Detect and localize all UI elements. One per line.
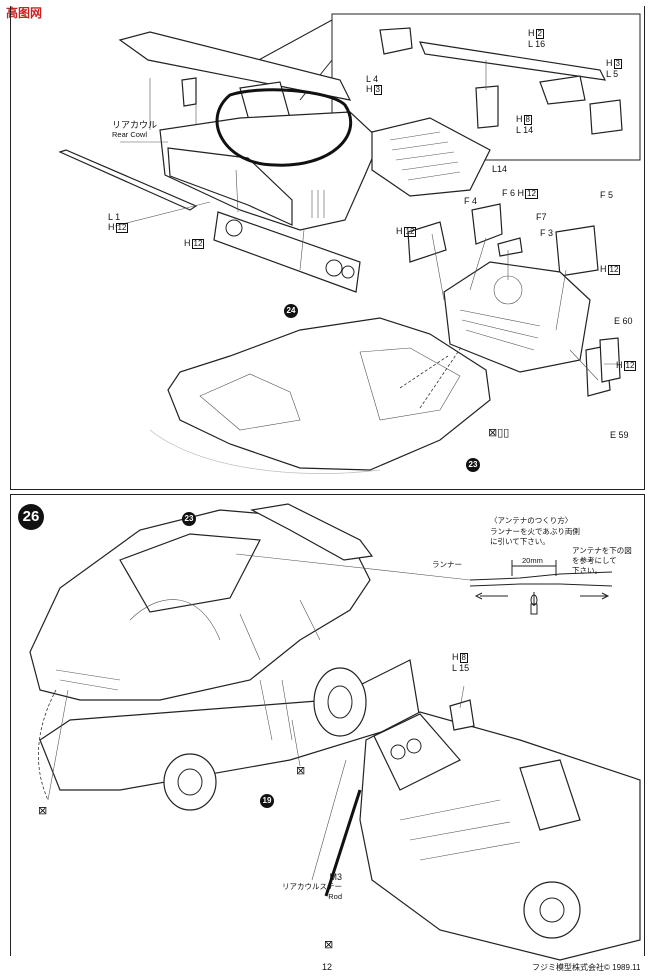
diffuser-24 xyxy=(213,211,361,293)
part-F4-label: F 4 xyxy=(464,196,478,206)
step-26-panel xyxy=(10,494,645,956)
subassembly-19-badge: 19 xyxy=(260,794,274,808)
rear-cowl-drawing xyxy=(159,88,381,231)
watermark-logo: 高图网 xyxy=(6,6,43,20)
antenna-title: 〈アンテナのつくり方〉 xyxy=(490,516,573,525)
rear-wing xyxy=(118,31,352,140)
inset-box xyxy=(331,13,641,161)
antenna-line2: に引いて下さい。 xyxy=(490,537,550,546)
part-F7-label: F7 xyxy=(536,212,547,222)
antenna-length: 20mm xyxy=(522,556,543,565)
rear-frame xyxy=(443,261,591,373)
engine-lid-L14 xyxy=(371,117,491,197)
rear-cowl-label: リアカウル Rear Cowl xyxy=(112,120,158,139)
body-shell-23 xyxy=(149,317,491,474)
side-parts xyxy=(407,203,621,397)
part-F3-label: F 3 xyxy=(540,228,554,238)
car-body-assembled xyxy=(29,503,374,701)
antenna-diagram xyxy=(235,553,613,615)
antenna-runner-label: ランナー xyxy=(432,560,462,569)
step-26-number: 26 xyxy=(18,504,44,530)
glue-icon-c: ⊠ xyxy=(296,765,306,777)
antenna-note: アンテナを下の図 を参考にして 下さい。 xyxy=(572,546,632,575)
step-25-panel xyxy=(10,6,645,490)
strip-L1 xyxy=(58,149,198,211)
rear-chassis-closeup xyxy=(359,699,641,961)
subassembly-23-badge: 23 xyxy=(466,458,480,472)
publisher: フジミ模型株式会社© 1989.11 xyxy=(532,963,641,972)
inset-rear-wing xyxy=(379,27,623,135)
antenna-line1: ランナーを火であぶり両側 xyxy=(490,527,580,536)
part-F5-label: F 5 xyxy=(600,190,614,200)
subassembly-23-badge-b: 23 xyxy=(182,512,196,526)
glue-icon-d: ⊠ xyxy=(324,939,334,951)
subassembly-24-badge: 24 xyxy=(284,304,298,318)
page-number: 12 xyxy=(322,962,333,972)
rod-M3 xyxy=(324,789,362,897)
glue-icon: ⊠▯▯ xyxy=(488,427,510,439)
part-E60-label: E 60 xyxy=(614,316,633,326)
chassis-19 xyxy=(39,659,421,811)
part-E59-label: E 59 xyxy=(610,430,629,440)
glue-icon-b: ⊠ xyxy=(38,805,48,817)
rod-M3-label: M3 リアカウルステー Rod xyxy=(282,872,342,901)
part-L14-label: L14 xyxy=(492,164,508,174)
